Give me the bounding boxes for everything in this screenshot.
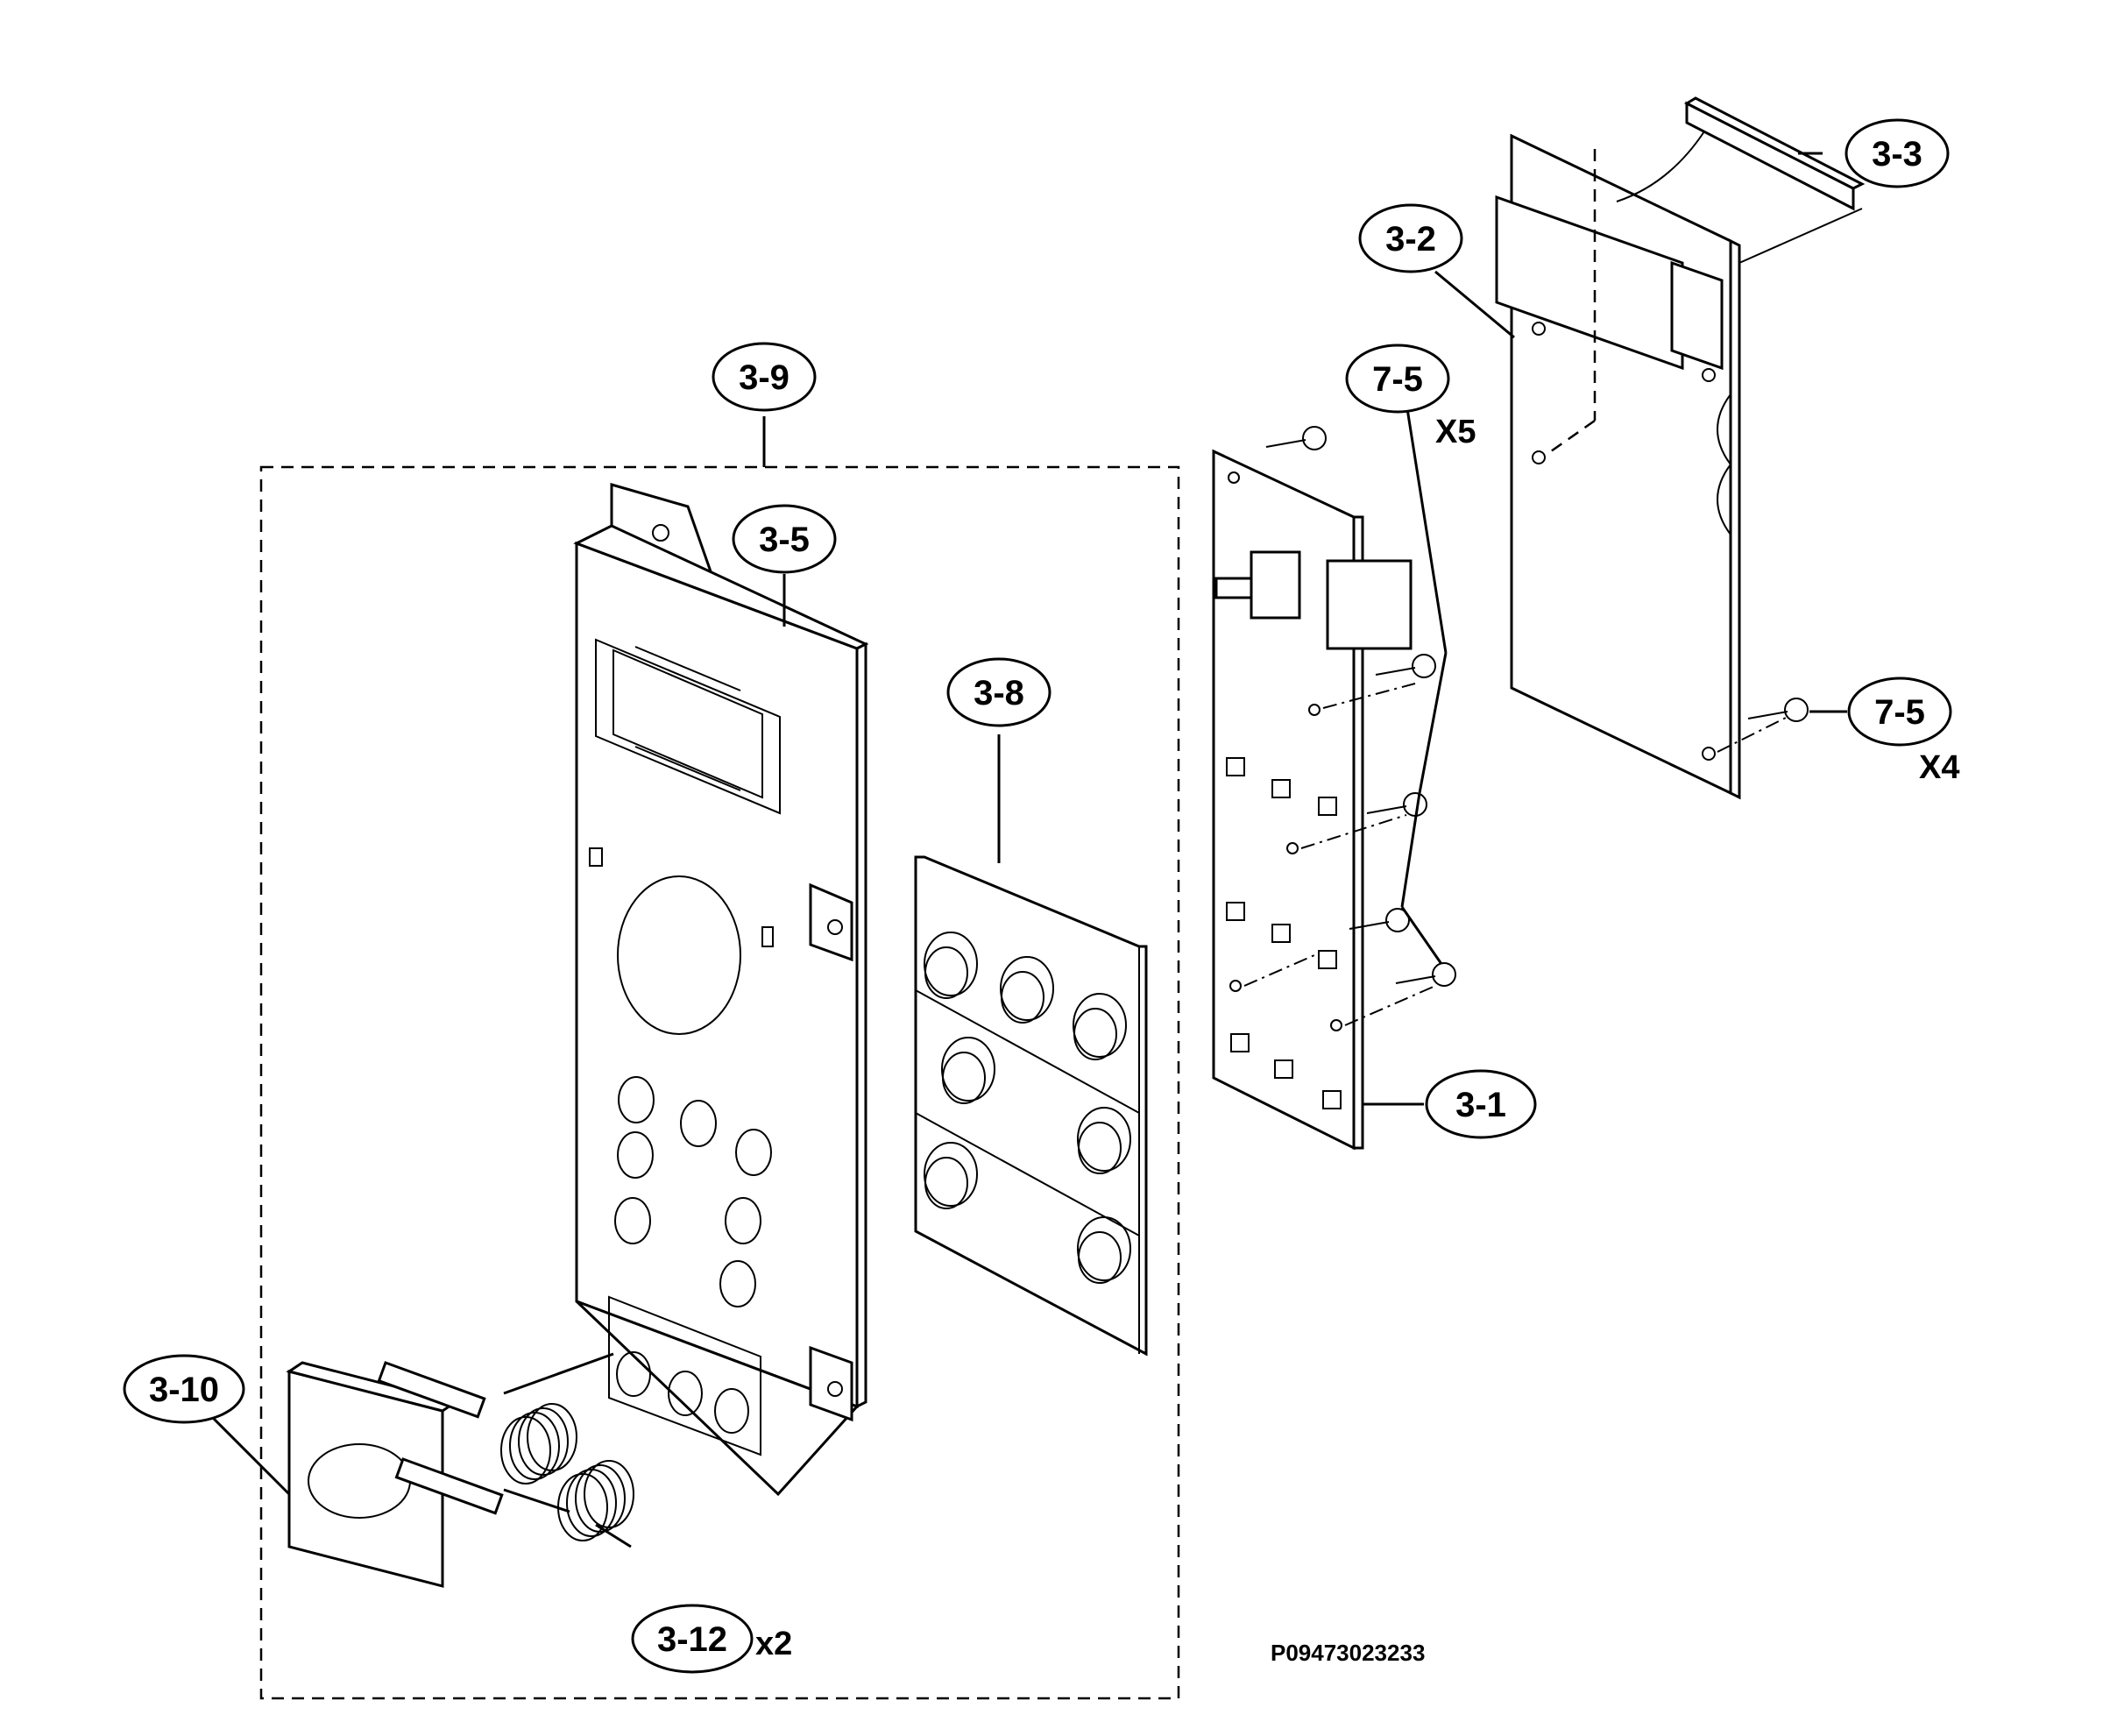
- part-3-8-button-panel: [914, 734, 1148, 1357]
- screw-icon: [1395, 962, 1456, 987]
- screw-set-7-5: [1243, 426, 1809, 1026]
- drawing-code: P09473023233: [1271, 1640, 1425, 1666]
- screw-icon: [1265, 426, 1327, 450]
- svg-text:3-10: 3-10: [149, 1371, 219, 1409]
- part-3-12-springs: [500, 1403, 634, 1541]
- callout-3-10: 3-10: [123, 1354, 245, 1424]
- callout-3-1: 3-1: [1425, 1069, 1537, 1139]
- callout-7-5-a: 7-5: [1345, 344, 1450, 414]
- callout-3-5: 3-5: [732, 504, 837, 574]
- callout-3-3: 3-3: [1845, 118, 1950, 188]
- assembly-group-box: [259, 465, 1180, 1700]
- leader-lines: [209, 152, 1847, 1548]
- svg-text:3-1: 3-1: [1455, 1086, 1506, 1124]
- screw-icon: [1349, 908, 1410, 932]
- quantity-x5: X5: [1435, 414, 1476, 450]
- screw-icon: [1747, 698, 1809, 722]
- svg-text:3-8: 3-8: [974, 674, 1024, 712]
- svg-text:3-2: 3-2: [1385, 220, 1436, 259]
- callout-3-12: 3-12: [631, 1604, 754, 1674]
- part-3-3-bracket: [1616, 96, 1866, 264]
- callout-3-8: 3-8: [946, 657, 1052, 727]
- part-3-1-circuit-board: [1212, 449, 1424, 1151]
- svg-text:3-9: 3-9: [739, 358, 790, 397]
- svg-text:3-12: 3-12: [657, 1620, 727, 1659]
- svg-text:7-5: 7-5: [1372, 360, 1423, 399]
- quantity-x4: X4: [1919, 749, 1959, 786]
- part-3-5-control-panel: [573, 483, 869, 1497]
- screw-icon: [1375, 654, 1436, 678]
- quantity-x2: x2: [755, 1626, 792, 1662]
- part-3-10-knob: [286, 1352, 614, 1588]
- callout-3-9: 3-9: [712, 342, 817, 412]
- callout-3-2: 3-2: [1358, 203, 1463, 273]
- svg-text:3-5: 3-5: [759, 521, 810, 559]
- callout-7-5-b: 7-5: [1847, 677, 1952, 747]
- svg-text:3-3: 3-3: [1872, 135, 1922, 174]
- part-3-2-display-board: [1495, 133, 1741, 800]
- svg-text:7-5: 7-5: [1874, 693, 1925, 732]
